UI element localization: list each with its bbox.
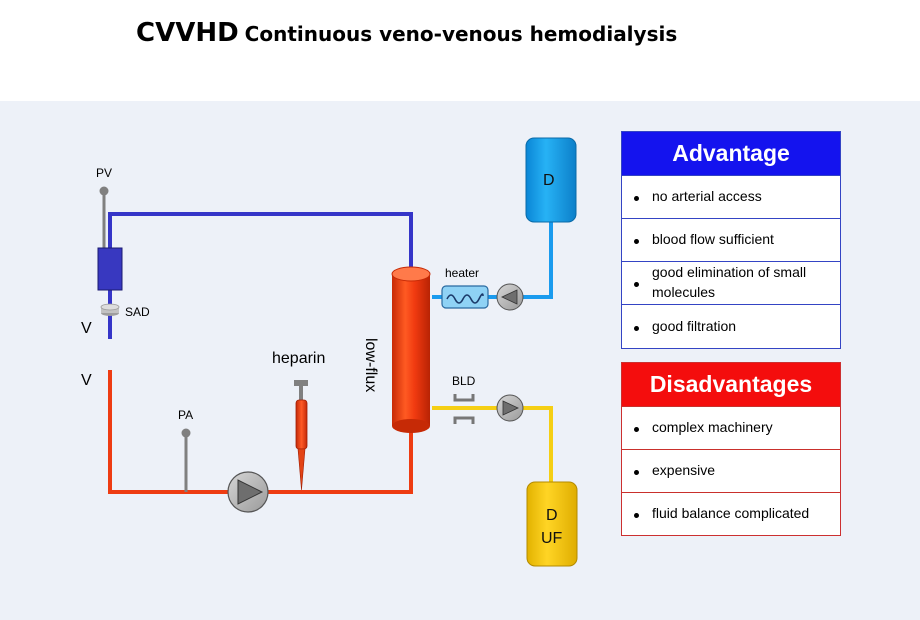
advantages-box: Advantage no arterial access blood flow … bbox=[621, 131, 841, 349]
effluent-pump-icon bbox=[496, 394, 524, 422]
low-flux-filter-icon bbox=[391, 266, 431, 433]
venous-access-label: V bbox=[81, 320, 92, 337]
heater-label: heater bbox=[445, 266, 480, 280]
pv-pressure-sensor-icon bbox=[99, 186, 109, 250]
bld-detector-icon bbox=[453, 394, 475, 424]
heparin-label: heparin bbox=[272, 350, 326, 367]
list-item: no arterial access bbox=[622, 175, 840, 218]
heparin-syringe-icon bbox=[294, 380, 308, 491]
list-item: fluid balance complicated bbox=[622, 492, 840, 535]
list-item: good elimination of small molecules bbox=[622, 261, 840, 304]
effluent-bag-label-d: D bbox=[546, 507, 558, 524]
disadvantages-box: Disadvantages complex machinery expensiv… bbox=[621, 362, 841, 536]
dialysate-bag-label: D bbox=[543, 172, 555, 189]
pv-label: PV bbox=[96, 166, 113, 180]
pa-label: PA bbox=[178, 408, 194, 422]
advantages-header: Advantage bbox=[622, 132, 840, 175]
filter-label: low-flux bbox=[362, 338, 379, 393]
sad-detector-icon bbox=[100, 303, 120, 316]
title-abbr: CVVHD bbox=[136, 18, 239, 48]
venous-bubble-trap-icon bbox=[97, 247, 123, 306]
effluent-line bbox=[432, 406, 553, 482]
bld-label: BLD bbox=[452, 374, 476, 388]
title-full: Continuous veno-venous hemodialysis bbox=[244, 22, 678, 46]
advantages-list: no arterial access blood flow sufficient… bbox=[622, 175, 840, 348]
effluent-bag-icon bbox=[526, 481, 578, 567]
dialysate-pump-icon bbox=[496, 283, 524, 311]
list-item: good filtration bbox=[622, 304, 840, 348]
disadvantages-list: complex machinery expensive fluid balanc… bbox=[622, 406, 840, 535]
list-item: expensive bbox=[622, 449, 840, 492]
list-item: blood flow sufficient bbox=[622, 218, 840, 261]
list-item: complex machinery bbox=[622, 406, 840, 449]
heater-icon bbox=[441, 285, 489, 309]
sad-label: SAD bbox=[125, 305, 150, 319]
disadvantages-header: Disadvantages bbox=[622, 363, 840, 406]
effluent-bag-label-uf: UF bbox=[541, 530, 563, 547]
blood-pump-icon bbox=[227, 471, 269, 513]
pa-pressure-sensor-icon bbox=[181, 428, 191, 492]
arterial-access-label: V bbox=[81, 372, 92, 389]
dialysate-bag-icon bbox=[525, 137, 577, 223]
venous-line bbox=[108, 212, 413, 339]
